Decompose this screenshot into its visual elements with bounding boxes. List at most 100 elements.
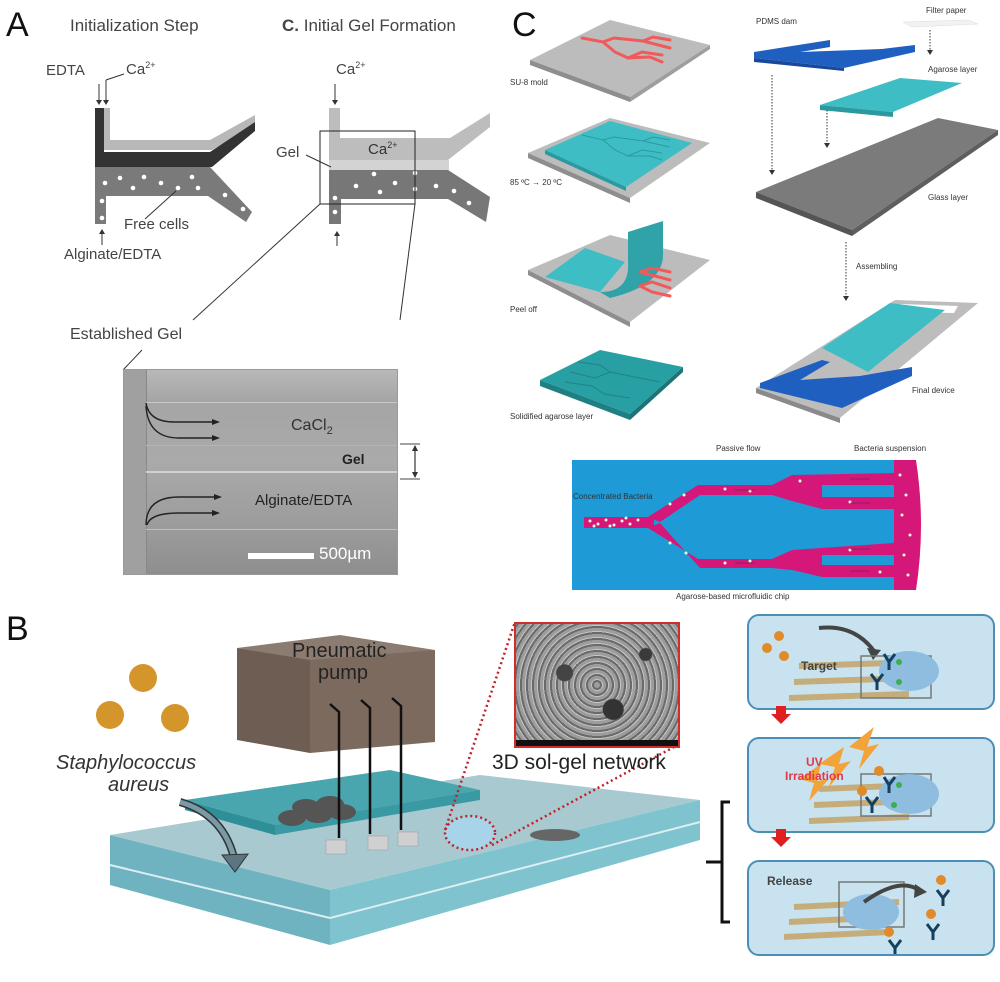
panel-b-letter: B [6,610,29,648]
edta-label: EDTA [46,62,85,79]
pump-side [310,650,435,753]
flow-arrows [145,402,222,526]
established-gel-label: Established Gel [70,326,183,343]
assembly-diagram [754,19,998,423]
flow-arrow [145,405,214,439]
ca-mid-text: Ca [336,61,356,78]
organism-line1: Staphylococcus [56,752,197,774]
step-su8-mold: SU-8 mold [510,78,548,87]
established-gel-micrograph: CaCl2 Gel Alginate/EDTA 500µm [123,369,398,575]
cacl2-label: CaCl2 [291,417,333,437]
pump-top [237,635,435,664]
edta-stream [95,108,255,167]
concentrated-bacteria-label: Concentrated Bacteria [573,492,653,501]
flow-arrow [145,402,214,423]
gel-title-text: Initial Gel Formation [303,16,456,35]
glass-layer-label: Glass layer [928,193,969,202]
panel-a-letter: A [6,6,29,44]
assembling-label: Assembling [856,262,898,271]
glass-layer [756,118,998,236]
bacteria-cluster [96,664,189,732]
step-target-label: Target [801,659,837,673]
step-box-target: Target [747,614,995,710]
initial-gel-formation-title: C. Initial Gel Formation [282,16,456,36]
red-down-arrow-2 [771,829,791,847]
sem-info-bar [516,740,678,746]
pump-tubes [329,697,403,838]
alginate-edta-label: Alginate/EDTA [64,246,162,263]
su8-mold-step [530,20,710,102]
ca-mid-sup: 2+ [355,60,366,70]
free-cells-label: Free cells [124,216,190,233]
released-antibodies [884,875,951,954]
ca-stream-right [329,108,490,170]
peel-off-step [528,221,710,327]
step-release-label: Release [767,874,813,888]
scale-bar [248,553,314,559]
passive-flow-label: Passive flow [716,444,761,453]
gel-micro-label: Gel [342,451,365,467]
bacteria-dots [588,473,912,577]
gel-label: Gel [276,144,300,161]
organism-line2: aureus [108,774,170,796]
agarose-layer-label: Agarose layer [928,65,978,74]
sol-gel-device-diagram [96,621,730,945]
ca-label-left: Ca2+ [126,60,155,78]
suspension-reservoir [894,460,921,590]
gel-formation-channel-diagram [192,84,490,321]
step-peel-off: Peel off [510,305,537,314]
step-uv-label: UV Irradiation [785,755,844,783]
sol-gel-network-label: 3D sol-gel network [492,751,666,774]
flow-arrow [145,496,216,526]
agarose-chip-diagram [572,460,921,590]
ca-inner-text: Ca [368,141,388,158]
agarose-pour-step [528,118,710,203]
ca-label-mid: Ca2+ [336,60,365,78]
cell-dots-right [332,170,472,215]
initialization-channel-diagram [95,73,255,245]
valves [278,796,356,826]
final-device-label: Final device [912,386,955,395]
ca-left-sup: 2+ [145,60,156,70]
sol-gel-spot [443,814,497,852]
solidified-agarose-step [540,350,683,420]
alginate-lower-line [146,529,397,530]
flow-arrows [735,478,870,572]
ca-stream [100,108,255,150]
zoom-box [319,130,416,205]
chip-caption: Agarose-based microfluidic chip [676,592,790,601]
steps-bracket [706,800,730,924]
step-box-release: Release [747,860,995,956]
bacteria-suspension-label: Bacteria suspension [854,444,927,453]
cacl2-boundary-line [146,402,397,403]
sem-inset [514,622,680,748]
target-illustration [762,625,939,701]
fabrication-steps-diagram [528,20,710,420]
step-box-uv-irradiation: UV Irradiation [747,727,995,833]
ca-label-inner: Ca2+ [368,140,397,158]
ca-left-text: Ca [126,61,146,78]
initialization-step-title: Initialization Step [70,16,199,35]
uv-bolts [799,727,879,801]
agarose-layer-piece [820,78,962,117]
red-down-arrow-1 [771,706,791,724]
chip-channels [584,473,894,577]
filter-paper-label: Filter paper [926,6,967,15]
pdms-dam-label: PDMS dam [756,17,797,26]
mold-channels [580,35,672,64]
flow-arrow [146,512,214,526]
agarose-channel-imprints [581,134,671,161]
scale-bar-label: 500µm [319,544,372,563]
free-cells-dots [99,174,246,221]
gel-thickness-indicator [400,443,420,480]
gel-layer [329,160,449,170]
panel-c-letter: C [512,6,537,44]
cacl2-text: CaCl [291,417,327,434]
gel-lower-line [146,471,397,473]
gel-title-prefix: C. [282,16,299,35]
alginate-stream [95,167,252,224]
pump-label-line1: Pneumatic [292,640,387,662]
established-gel-leader [122,349,143,371]
pump-front [237,648,310,753]
valve-ports [325,831,419,855]
